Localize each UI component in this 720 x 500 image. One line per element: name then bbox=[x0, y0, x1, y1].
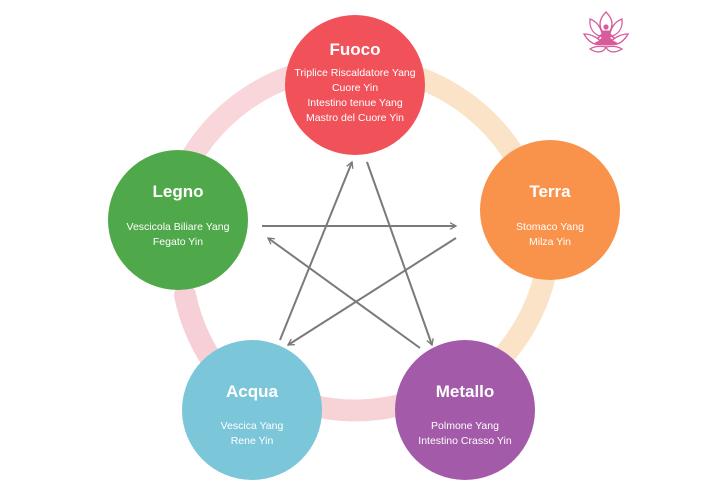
element-fuoco-line: Intestino tenue Yang bbox=[307, 97, 403, 109]
element-fuoco-line: Mastro del Cuore Yin bbox=[306, 112, 404, 124]
control-cycle-arrows bbox=[262, 161, 457, 349]
element-terra-line: Stomaco Yang bbox=[516, 221, 584, 233]
element-metallo-title: Metallo bbox=[436, 382, 495, 401]
arrow-fuoco-to-metallo bbox=[366, 161, 432, 345]
meditation-lotus-logo-icon bbox=[582, 11, 630, 53]
element-metallo-line: Intestino Crasso Yin bbox=[418, 435, 512, 447]
element-fuoco-line: Cuore Yin bbox=[332, 82, 378, 94]
element-legno-circle bbox=[108, 150, 248, 290]
ring-segment-legno-fuoco bbox=[179, 64, 306, 171]
element-terra-title: Terra bbox=[529, 182, 571, 201]
ring-segment-metallo-acqua bbox=[299, 394, 411, 422]
arrow-acqua-to-fuoco bbox=[279, 162, 352, 341]
element-acqua: Acqua Vescica Yang Rene Yin bbox=[182, 340, 322, 480]
element-terra-circle bbox=[480, 140, 620, 280]
element-metallo-circle bbox=[395, 340, 535, 480]
element-metallo-line: Polmone Yang bbox=[431, 420, 499, 432]
element-metallo: Metallo Polmone Yang Intestino Crasso Yi… bbox=[395, 340, 535, 480]
element-legno-line: Vescicola Biliare Yang bbox=[127, 221, 230, 233]
arrow-terra-to-acqua bbox=[288, 237, 457, 346]
element-fuoco-title: Fuoco bbox=[330, 40, 381, 59]
element-terra: Terra Stomaco Yang Milza Yin bbox=[480, 140, 620, 280]
element-legno-title: Legno bbox=[153, 182, 204, 201]
element-acqua-title: Acqua bbox=[226, 382, 279, 401]
element-acqua-line: Rene Yin bbox=[231, 435, 274, 447]
element-legno: Legno Vescicola Biliare Yang Fegato Yin bbox=[108, 150, 248, 290]
element-legno-line: Fegato Yin bbox=[153, 236, 203, 248]
element-fuoco-line: Triplice Riscaldatore Yang bbox=[294, 67, 415, 79]
arrow-metallo-to-legno bbox=[268, 237, 421, 349]
element-acqua-line: Vescica Yang bbox=[221, 420, 284, 432]
element-fuoco: Fuoco Triplice Riscaldatore Yang Cuore Y… bbox=[285, 15, 425, 155]
element-acqua-circle bbox=[182, 340, 322, 480]
element-terra-line: Milza Yin bbox=[529, 236, 571, 248]
element-fuoco-circle bbox=[285, 15, 425, 155]
